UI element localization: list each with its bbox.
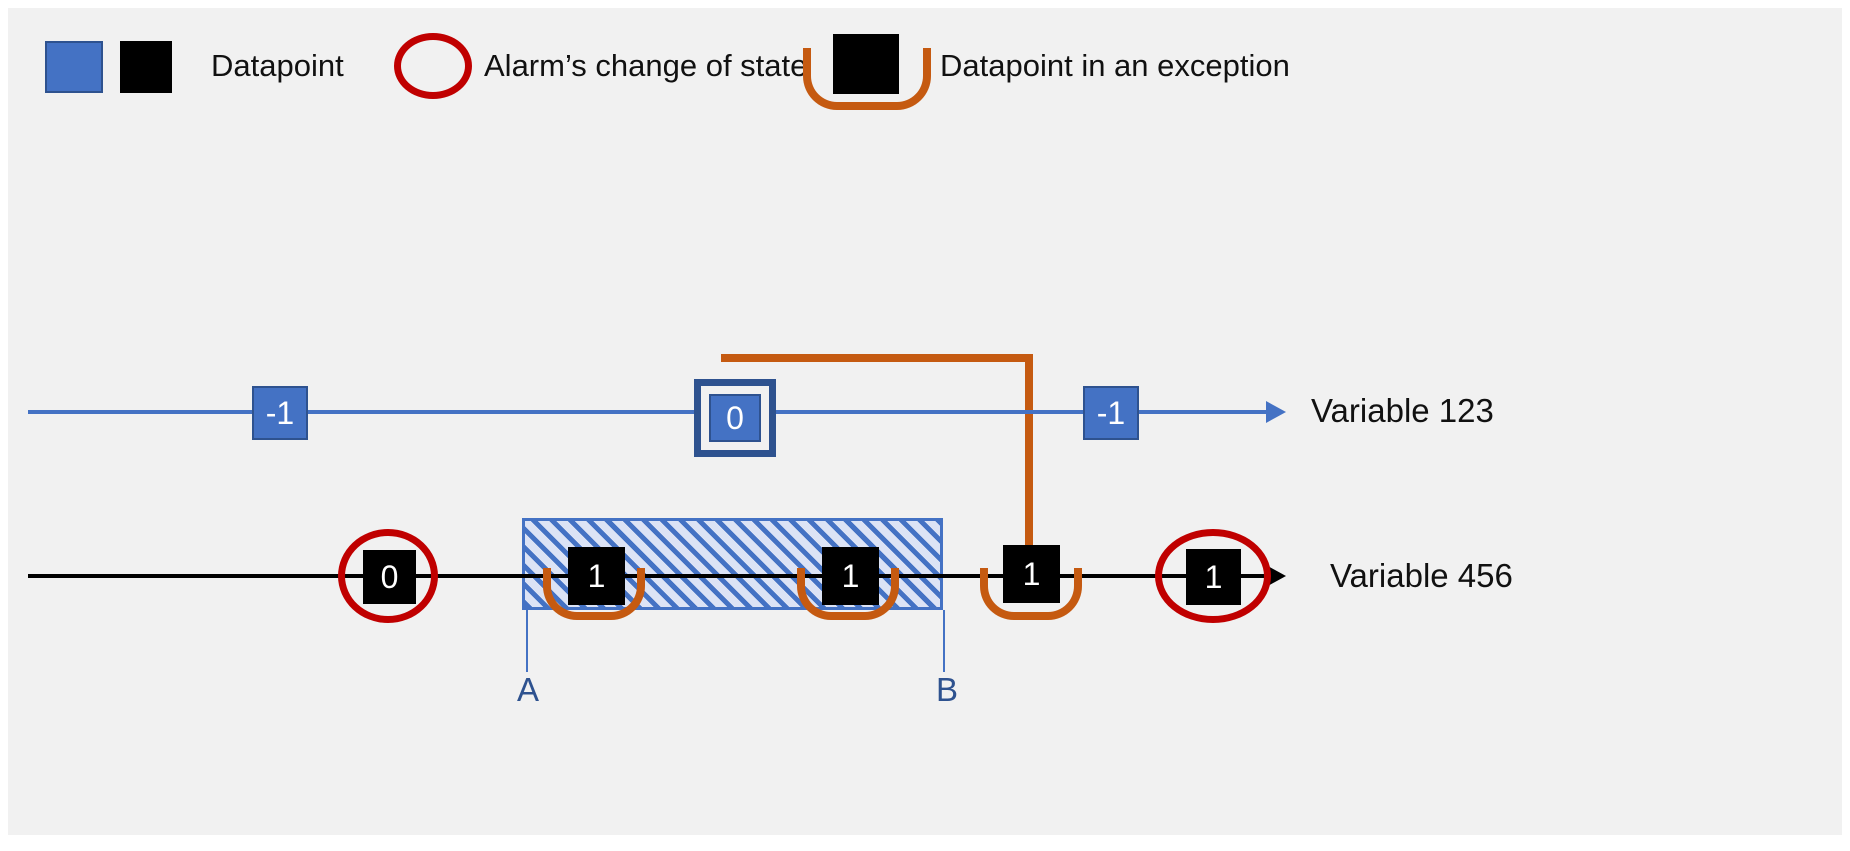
datapoint-123-0[interactable]: -1 [252,386,308,440]
timeline-123-label: Variable 123 [1311,392,1494,429]
datapoint-123-2[interactable]: -1 [1083,386,1139,440]
datapoint-456-1[interactable]: 1 [568,547,625,605]
legend: Datapoint Alarm’s change of state Datapo… [8,8,1842,128]
timeline-123-arrowhead [1266,401,1286,423]
timeline-variable-456: 0 1 1 1 1 Variable 456 [8,8,1842,851]
legend-black-square-icon [120,41,172,93]
alarm-change-ellipse-456-0 [338,529,438,623]
timeline-456-arrowhead [1266,565,1286,587]
datapoint-456-0[interactable]: 0 [363,550,416,604]
legend-label-datapoint-in-exception: Datapoint in an exception [940,48,1290,83]
legend-alarm-ellipse-icon [394,33,472,99]
timeline-456-label: Variable 456 [1330,557,1513,594]
datapoint-456-3[interactable]: 1 [1003,545,1060,603]
exception-connector-vertical [1025,354,1033,569]
legend-exception-bracket-icon [803,48,931,110]
diagram-canvas: Datapoint Alarm’s change of state Datapo… [8,8,1842,835]
interval-end-guide-line [943,610,945,672]
datapoint-123-1[interactable]: 0 [709,394,761,442]
legend-blue-square-icon [45,41,103,93]
interval-start-label: A [517,671,540,708]
datapoint-456-4[interactable]: 1 [1186,549,1241,605]
datapoint-123-1-highlight-frame: 0 [694,379,776,457]
exception-bracket-456-1 [543,568,645,620]
legend-label-alarm-change-of-state: Alarm’s change of state [484,48,808,83]
alarm-change-ellipse-456-4 [1155,529,1271,623]
interval-start-guide-line [526,610,528,672]
timeline-123-axis [28,410,1268,414]
timeline-456-axis [28,574,1268,578]
exception-connector-horizontal [721,354,1033,362]
timeline-variable-123: -1 0 -1 Variable 123 [8,8,1842,851]
interval-end-label: B [936,671,959,708]
datapoint-456-2[interactable]: 1 [822,547,879,605]
exception-bracket-456-2 [797,568,899,620]
legend-exception-black-square-icon [833,34,899,94]
exception-bracket-456-3 [980,568,1082,620]
legend-label-datapoint: Datapoint [211,48,344,83]
